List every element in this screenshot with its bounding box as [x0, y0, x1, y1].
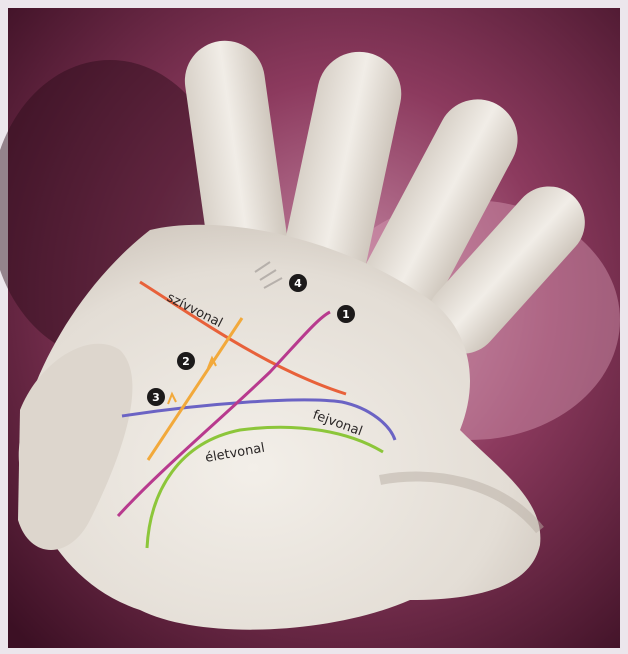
marker-2: 2 [177, 352, 195, 370]
svg-text:2: 2 [182, 355, 190, 368]
marker-3: 3 [147, 388, 165, 406]
svg-text:3: 3 [152, 391, 160, 404]
svg-text:1: 1 [342, 308, 350, 321]
marker-1: 1 [337, 305, 355, 323]
svg-text:4: 4 [294, 277, 302, 290]
marker-4: 4 [289, 274, 307, 292]
